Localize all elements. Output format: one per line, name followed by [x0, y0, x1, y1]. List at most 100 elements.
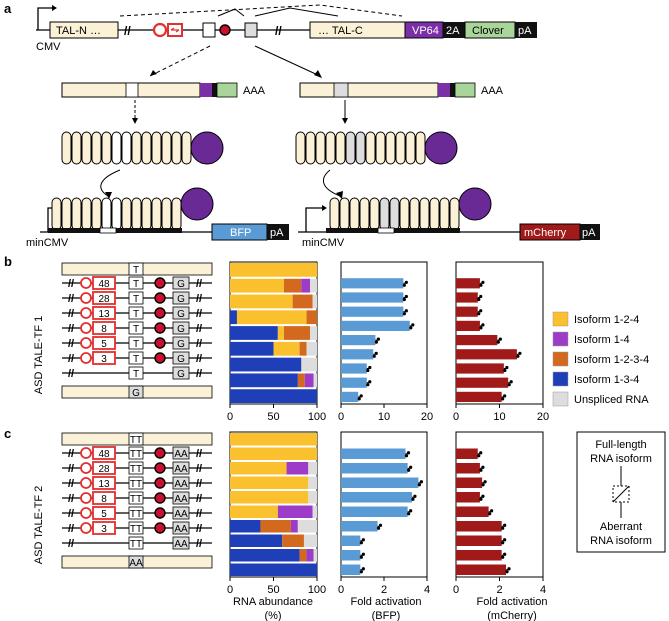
tale-repeat	[81, 131, 92, 165]
replicate-dot	[477, 297, 481, 302]
splice-site-marker	[154, 307, 166, 319]
svg-text://: //	[275, 24, 282, 38]
mid-exon-box	[128, 291, 144, 305]
fold-bar	[341, 349, 374, 360]
rna-bar-segment-blue	[230, 563, 317, 576]
replicate-dot	[402, 283, 406, 287]
tale-repeat	[405, 131, 416, 165]
fold-bar	[341, 550, 361, 561]
rna-axis-label-2: (%)	[264, 610, 281, 621]
fold-bar	[341, 363, 367, 374]
mid-exon-box	[128, 276, 144, 290]
hairpin-stem	[92, 321, 116, 335]
rna-bar-segment-yellow	[230, 462, 287, 475]
rna-axis-tick-label: 50	[267, 584, 279, 596]
tale-repeat	[339, 197, 350, 231]
break-mark: //	[68, 338, 74, 350]
pa-label: pA	[518, 25, 532, 37]
rna-bar-segment-orange	[283, 278, 302, 293]
replicate-dot	[417, 483, 421, 487]
mid-exon-box	[128, 306, 144, 320]
break-mark: //	[196, 478, 202, 490]
top-base-box	[128, 262, 144, 276]
replicate-dot	[505, 570, 509, 574]
rna-bar-segment-yellow	[230, 433, 317, 446]
rna-bar-segment-yellow	[236, 310, 307, 325]
hairpin-stem	[92, 491, 116, 505]
bfp-axis-tick-label: 20	[421, 411, 433, 423]
bfp-axis-label-1: Fold activation	[351, 596, 422, 608]
replicate-dot	[496, 340, 500, 344]
hairpin-loop	[80, 292, 92, 304]
hairpin-stem	[92, 351, 116, 365]
panel-c-title: ASD TALE-TF 2	[33, 486, 45, 564]
replicate-dot	[404, 454, 409, 458]
break-mark: //	[68, 508, 74, 520]
mch-axis-tick-label: 20	[537, 411, 549, 423]
svg-text:Aberrant: Aberrant	[600, 521, 642, 533]
hairpin-loop	[80, 322, 92, 334]
mid-base-label: TT	[130, 524, 142, 535]
rna-bar-segment-orange	[299, 341, 307, 356]
svg-text:RNA isoform: RNA isoform	[590, 453, 652, 465]
top-base-label: T	[133, 265, 139, 276]
tale-protein-right	[295, 131, 458, 165]
tale-repeat	[171, 197, 182, 231]
stem-length-label: 8	[101, 494, 107, 505]
rna-axis-label-1: RNA abundance	[233, 596, 313, 608]
panel-c-letter: c	[4, 426, 11, 441]
rna-bar-segment-purple	[286, 462, 309, 475]
break-mark: //	[196, 538, 202, 550]
rna-bar-segment-yellow	[230, 263, 317, 277]
replicate-dot	[366, 383, 370, 387]
tale-repeat	[121, 197, 132, 231]
fold-bar	[341, 535, 361, 546]
rna-bar-segment-yellow	[230, 278, 284, 293]
replicate-dot	[477, 454, 481, 458]
right-base-label: G	[177, 369, 185, 380]
rna-bar-segment-blue	[230, 326, 278, 340]
replicate-dot	[501, 526, 505, 530]
replicate-dot	[479, 326, 483, 330]
mid-exon-box	[128, 461, 144, 475]
fold-bar	[341, 564, 361, 575]
tale-repeat	[359, 197, 370, 231]
fold-bar	[456, 363, 504, 374]
break-mark: //	[68, 323, 74, 335]
fold-bar	[341, 377, 367, 388]
hairpin-loop	[80, 277, 92, 289]
replicate-dot	[361, 567, 365, 571]
splice-site-marker	[154, 462, 166, 474]
mcherry-pa-label: pA	[582, 227, 596, 239]
bfp-axis-tick-label: 0	[338, 411, 344, 423]
fold-bar	[456, 349, 517, 360]
bfp-pa-label: pA	[270, 227, 284, 239]
replicate-dot	[501, 397, 505, 401]
hairpin-loop	[80, 447, 92, 459]
break-mark: //	[196, 463, 202, 475]
mid-base-label: T	[133, 294, 139, 305]
construct-diagram: TAL-N … // // … TAL-C VP64 2A Clover pA …	[36, 4, 537, 53]
rna-bar-segment-blue	[230, 549, 300, 562]
replicate-dot	[505, 365, 509, 370]
replicate-dot	[481, 483, 485, 487]
rna-bar-segment-purple	[290, 520, 298, 533]
tale-repeat	[181, 131, 192, 165]
mid-base-label: T	[133, 324, 139, 335]
hairpin-loop	[80, 462, 92, 474]
right-exon-box	[172, 446, 190, 460]
tale-repeat	[429, 197, 440, 231]
legend-swatch	[552, 351, 569, 367]
right-base-label: AA	[174, 464, 188, 475]
hairpin-stem	[92, 521, 116, 535]
replicate-dot	[361, 538, 365, 542]
top-base-label: TT	[130, 435, 142, 446]
right-base-label: G	[177, 324, 185, 335]
replicate-dot	[376, 337, 380, 341]
tale-repeat	[91, 131, 102, 165]
replicate-dot	[409, 465, 413, 469]
replicate-dot	[509, 380, 513, 384]
right-exon-box	[172, 461, 190, 475]
tale-repeat	[151, 131, 162, 165]
